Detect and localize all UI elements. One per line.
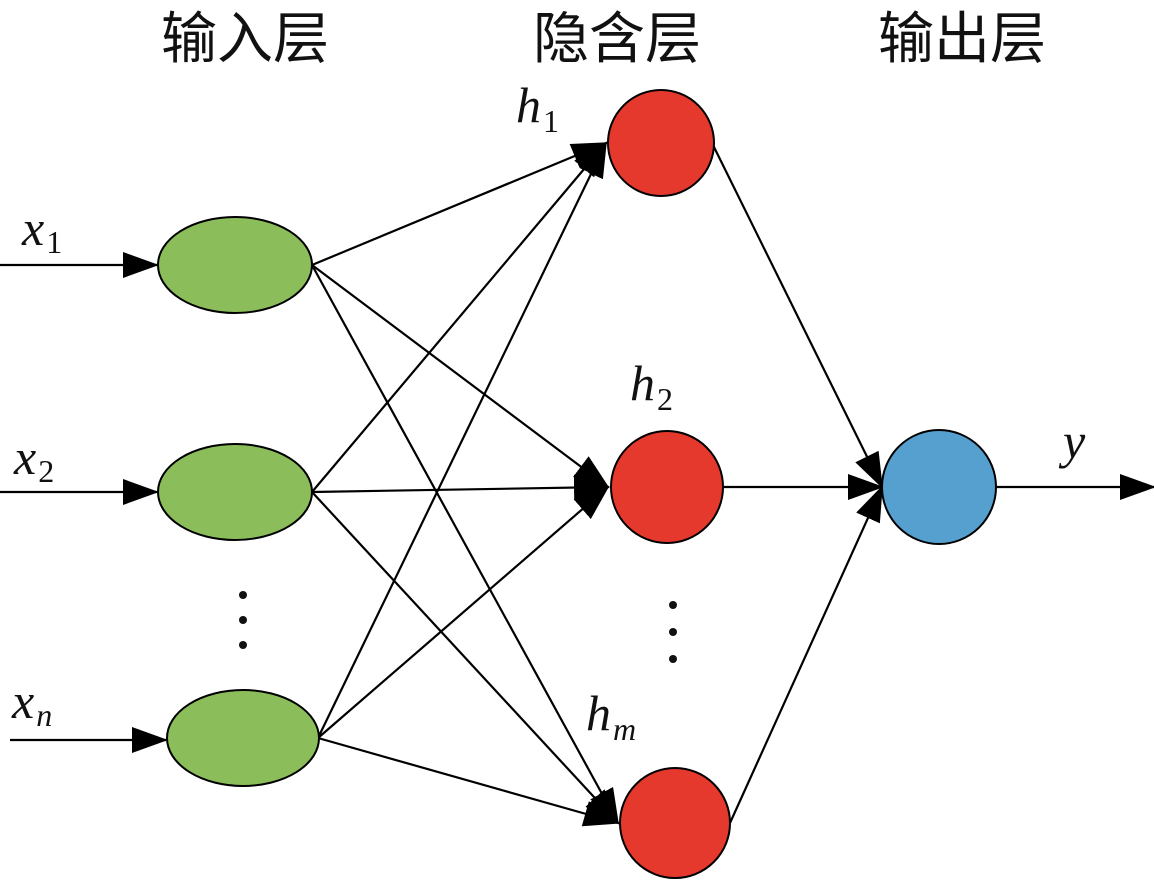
- output-label-y: y: [1058, 413, 1086, 469]
- input-label-x1: x1: [21, 200, 62, 260]
- hidden-label-h1: h1: [516, 77, 559, 139]
- hidden-node-h2: [610, 430, 724, 544]
- edge-x1-h1: [311, 141, 608, 267]
- hidden-label-hm: hm: [586, 685, 636, 747]
- input-node-x1: [157, 216, 313, 314]
- edge-x2-h1: [311, 141, 608, 493]
- input-node-x2: [157, 443, 313, 541]
- input-layer-title: 输入层: [161, 7, 329, 72]
- output-layer-title: 输出层: [878, 7, 1046, 72]
- edge-x2-hm: [311, 491, 620, 825]
- input-label-xn: xn: [11, 673, 52, 733]
- edge-hm-y: [728, 485, 884, 824]
- hidden-node-hm: [619, 767, 731, 879]
- edge-x1-h2: [311, 264, 610, 489]
- output-node-y: [881, 429, 997, 545]
- hidden-label-h2: h2: [630, 355, 673, 417]
- input-ellipsis-dots: [239, 591, 247, 649]
- edge-x2-h2: [311, 474, 610, 501]
- edge-xn-h2: [317, 485, 610, 739]
- input-node-xn: [166, 689, 320, 787]
- hidden-output-edges: [711, 142, 884, 824]
- hidden-node-h1: [607, 89, 715, 197]
- hidden-ellipsis-dots: [669, 601, 677, 663]
- edge-xn-h1: [317, 141, 607, 739]
- hidden-layer-title: 隐含层: [533, 7, 701, 72]
- edge-h1-y: [711, 142, 883, 489]
- edge-xn-hm: [317, 736, 620, 827]
- edge-x1-hm: [311, 264, 619, 825]
- input-hidden-edges: [311, 141, 620, 827]
- input-label-x2: x2: [13, 429, 54, 489]
